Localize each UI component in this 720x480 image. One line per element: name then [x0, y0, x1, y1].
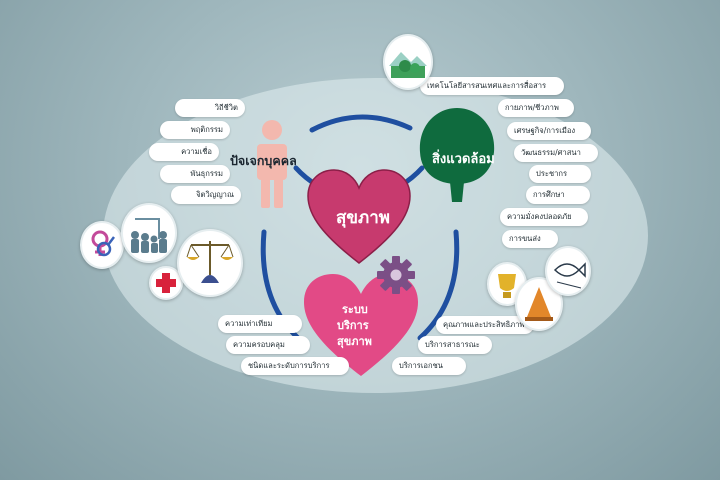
- tree-icon: [419, 108, 495, 202]
- environment-factor-security: ความมั่งคงปลอดภัย: [500, 208, 588, 226]
- temple-icon: [525, 287, 553, 321]
- individual-factor-belief: ความเชื่อ: [149, 143, 219, 161]
- gear-icon: [377, 256, 415, 294]
- health-system-factor-quality: คุณภาพและประสิทธิภาพ: [436, 316, 534, 334]
- nature-bubble: [383, 34, 433, 90]
- environment-factor-economy: เศรษฐกิจ/การเมือง: [507, 122, 591, 140]
- family-icon: [131, 218, 167, 253]
- ring-arc-top: [309, 114, 413, 133]
- ring-arc-right: [417, 229, 460, 341]
- environment-factor-culture: วัฒนธรรม/ศาสนา: [514, 144, 598, 162]
- individual-label: ปัจเจกบุคคล: [230, 153, 297, 168]
- environment-factor-transport: การขนส่ง: [502, 230, 558, 248]
- justice-bubble: [177, 229, 243, 297]
- trophy-icon: [498, 274, 516, 298]
- health-system-heart-icon: [304, 274, 418, 376]
- environment-factor-ict: เทคโนโลยีสารสนเทศและการสื่อสาร: [420, 77, 564, 95]
- fish-icon: [553, 262, 586, 289]
- individual-factor-lifestyle: วิถีชีวิต: [175, 99, 245, 117]
- health-system-factor-coverage: ความครอบคลุม: [226, 336, 310, 354]
- person-icon: [257, 120, 287, 208]
- gender-icon: [91, 230, 115, 257]
- individual-factor-spirituality: จิตวิญญาณ: [171, 186, 241, 204]
- environment-factor-population: ประชากร: [529, 165, 591, 183]
- health-system-factor-service-type: ชนิดและระดับการบริการ: [241, 357, 349, 375]
- gender-bubble: [80, 221, 124, 269]
- health-heart-icon: [307, 169, 411, 264]
- health-system-factor-equity: ความเท่าเทียม: [218, 315, 302, 333]
- medical-cross-icon: [156, 273, 176, 293]
- environment-label: สิ่งแวดล้อม: [432, 152, 495, 167]
- health-system-label-line-1: ระบบ: [342, 303, 368, 316]
- health-system-label-line-2: บริการ: [337, 319, 369, 332]
- health-system-factor-public-service: บริการสาธารณะ: [418, 336, 492, 354]
- health-label: สุขภาพ: [336, 208, 390, 228]
- environment-factor-education: การศึกษา: [526, 186, 590, 204]
- fish-bubble: [545, 246, 591, 296]
- health-system-factor-private-service: บริการเอกชน: [392, 357, 466, 375]
- scale-icon: [186, 241, 234, 283]
- individual-factor-behavior: พฤติกรรม: [160, 121, 230, 139]
- family-bubble: [121, 203, 177, 263]
- landscape-icon: [389, 52, 427, 78]
- individual-factor-genetics: พันธุกรรม: [160, 165, 230, 183]
- environment-factor-physical: กายภาพ/ชีวภาพ: [498, 99, 574, 117]
- health-system-label-line-3: สุขภาพ: [337, 335, 372, 348]
